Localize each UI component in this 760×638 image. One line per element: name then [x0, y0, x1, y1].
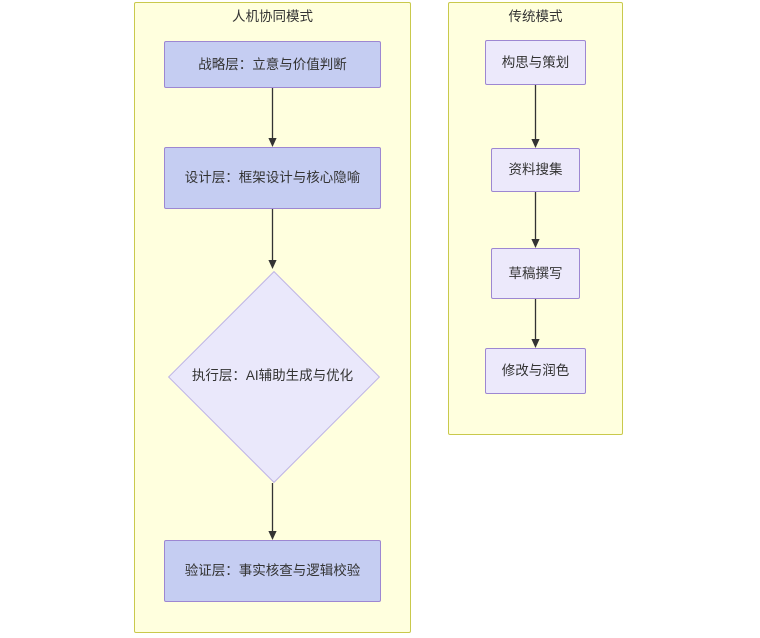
node-drafting[interactable]: 草稿撰写	[491, 248, 580, 299]
node-design-layer[interactable]: 设计层：框架设计与核心隐喻	[164, 147, 381, 209]
node-research[interactable]: 资料搜集	[491, 148, 580, 192]
node-strategy-layer[interactable]: 战略层：立意与价值判断	[164, 41, 381, 88]
node-drafting-label: 草稿撰写	[508, 265, 563, 281]
subgraph-title-human-ai-collaboration: 人机协同模式	[232, 9, 313, 24]
node-design-layer-label: 设计层：框架设计与核心隐喻	[184, 170, 361, 185]
node-verification-layer-label: 验证层：事实核查与逻辑校验	[184, 563, 361, 578]
node-execution-layer[interactable]: 执行层：AI辅助生成与优化	[167, 270, 380, 483]
node-strategy-layer-label: 战略层：立意与价值判断	[198, 56, 347, 72]
node-research-label: 资料搜集	[508, 162, 563, 177]
node-revision-label: 修改与润色	[501, 363, 570, 378]
node-conception[interactable]: 构思与策划	[485, 40, 586, 85]
node-conception-label: 构思与策划	[501, 54, 570, 70]
node-verification-layer[interactable]: 验证层：事实核查与逻辑校验	[164, 540, 381, 602]
node-revision[interactable]: 修改与润色	[485, 348, 586, 394]
node-execution-layer-label: 执行层：AI辅助生成与优化	[191, 367, 354, 383]
subgraph-title-traditional-mode: 传统模式	[508, 9, 563, 24]
